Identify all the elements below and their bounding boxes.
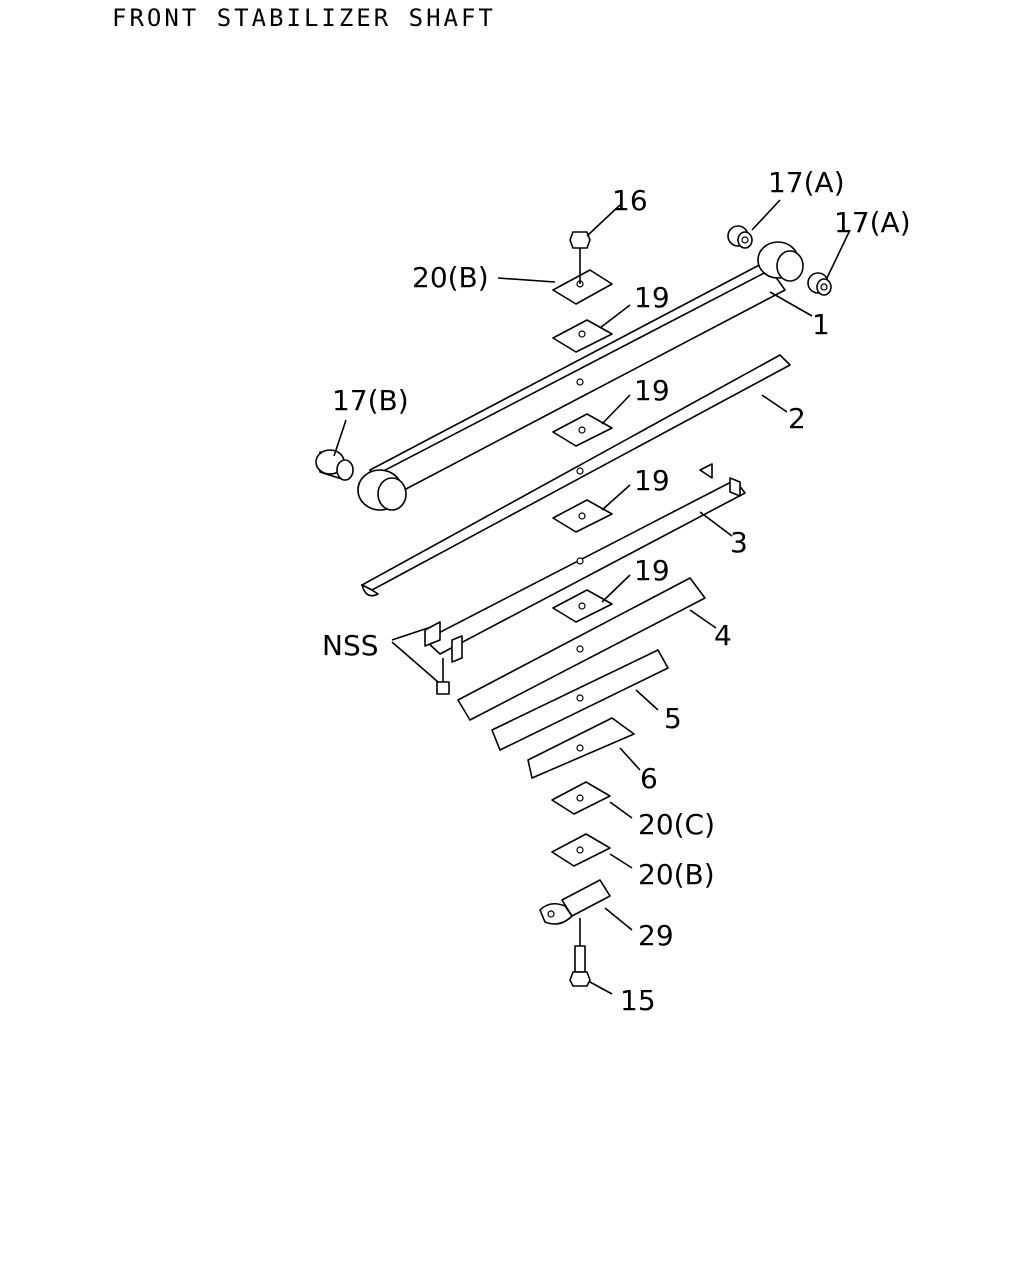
callout-6: 6 <box>640 762 658 795</box>
leaf-part-2 <box>361 354 791 597</box>
callout-nss: NSS <box>322 629 379 662</box>
bracket-29 <box>539 879 611 925</box>
callout-17a-2: 17(A) <box>834 206 911 239</box>
callout-3: 3 <box>730 526 748 559</box>
bushing-17a-upper <box>727 225 753 249</box>
callout-19-2: 19 <box>634 374 670 407</box>
leaf-part-4 <box>457 577 706 721</box>
plate-20b-top <box>552 269 613 305</box>
callout-19-4: 19 <box>634 554 670 587</box>
spacer-19-2 <box>552 413 613 447</box>
spacer-19-3 <box>552 499 613 533</box>
plate-20c <box>551 781 611 815</box>
callout-1: 1 <box>812 308 830 341</box>
spacer-19-1 <box>552 319 613 353</box>
bolt-15 <box>569 918 591 987</box>
callout-19-3: 19 <box>634 464 670 497</box>
callout-5: 5 <box>664 702 682 735</box>
leaf-part-3 <box>424 463 746 663</box>
callout-17a-1: 17(A) <box>768 166 845 199</box>
bushing-17b <box>315 449 354 481</box>
bushing-17a-lower <box>807 272 832 296</box>
nss-bolt <box>436 658 450 695</box>
callout-20c: 20(C) <box>638 808 715 841</box>
diagram-title: FRONT STABILIZER SHAFT <box>112 4 496 32</box>
callout-19-1: 19 <box>634 281 670 314</box>
leaf-part-5 <box>491 649 669 751</box>
callout-20b-bottom: 20(B) <box>638 858 715 891</box>
callout-2: 2 <box>788 402 806 435</box>
callout-29: 29 <box>638 919 674 952</box>
callout-15: 15 <box>620 984 656 1017</box>
callout-16: 16 <box>612 184 648 217</box>
nut-16 <box>569 231 591 284</box>
main-leaf-part-1 <box>357 241 804 511</box>
leader-lines <box>333 199 851 995</box>
leaf-part-6 <box>527 717 635 779</box>
spacer-19-4 <box>552 589 613 623</box>
callout-17b: 17(B) <box>332 384 409 417</box>
callout-4: 4 <box>714 619 732 652</box>
callout-20b-top: 20(B) <box>412 261 489 294</box>
plate-20b-bottom <box>551 833 611 867</box>
